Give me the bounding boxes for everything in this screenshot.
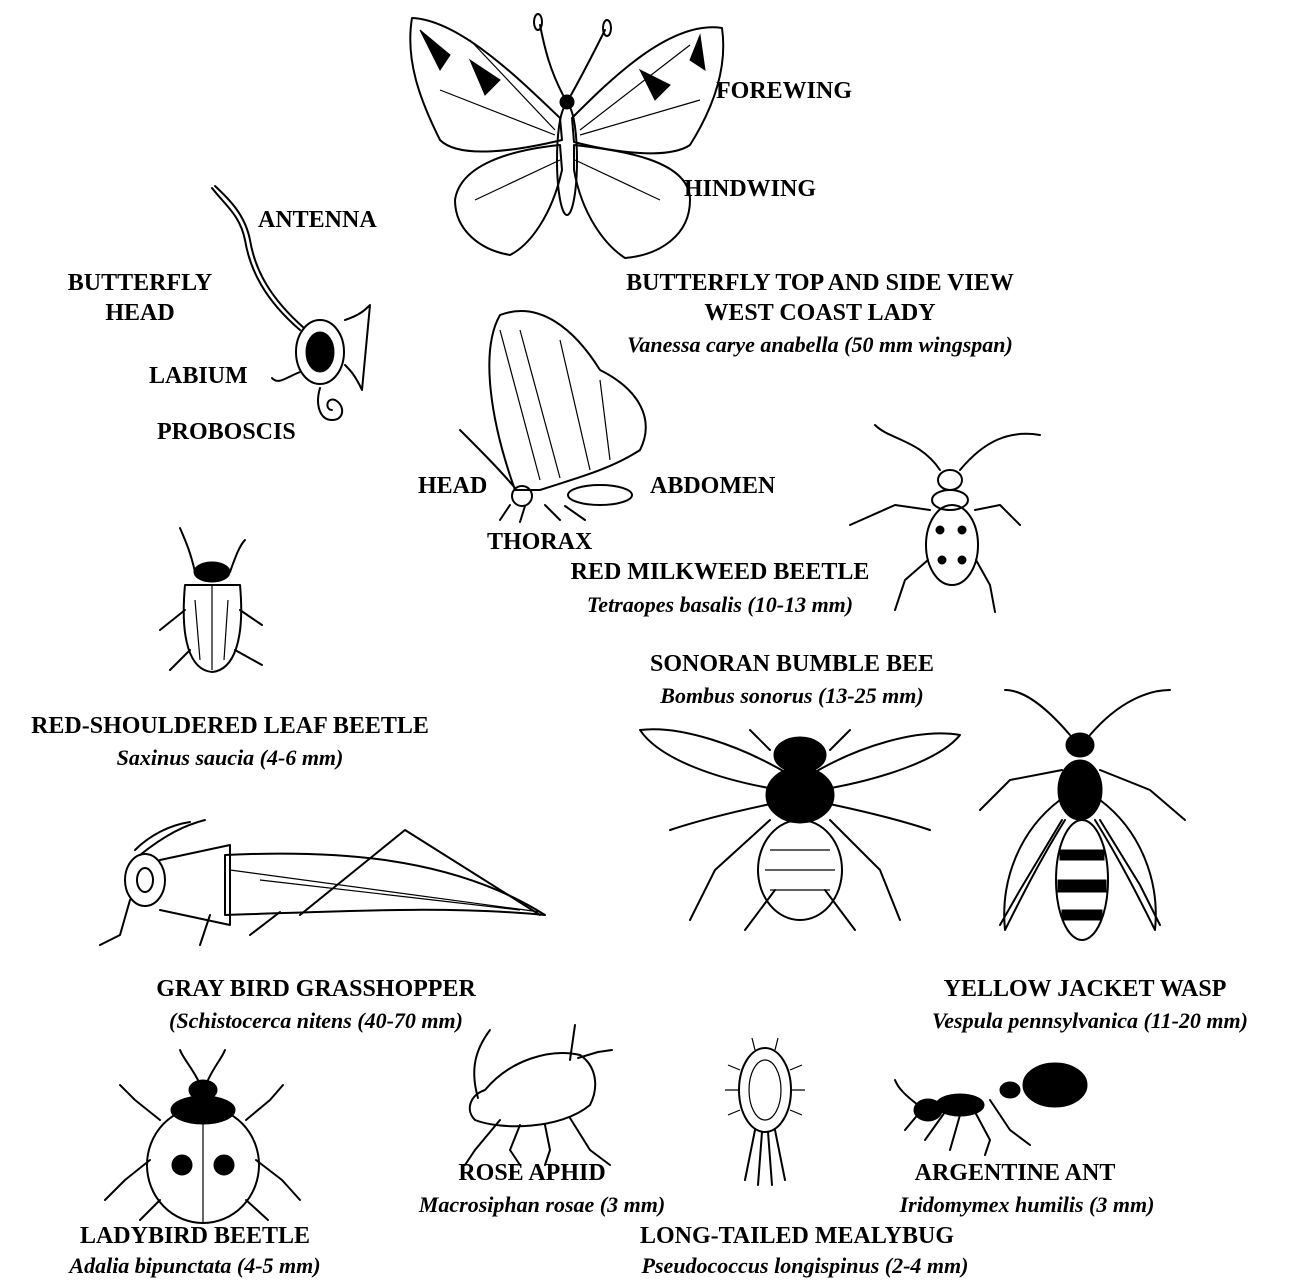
thorax-label: THORAX bbox=[487, 527, 592, 557]
species-scientific-name: Macrosiphan rosae (3 mm) bbox=[419, 1191, 665, 1219]
butterfly-side-view-drawing bbox=[460, 311, 646, 522]
red-shouldered-leaf-beetle-drawing bbox=[160, 528, 262, 672]
species-scientific-name: Saxinus saucia (4-6 mm) bbox=[117, 744, 344, 772]
rose-aphid-drawing bbox=[465, 1025, 612, 1165]
species-common-name: SONORAN BUMBLE BEE bbox=[650, 649, 934, 679]
species-common-name: BUTTERFLY TOP AND SIDE VIEW WEST COAST L… bbox=[626, 268, 1014, 328]
species-common-name: YELLOW JACKET WASP bbox=[944, 974, 1227, 1004]
sonoran-bumble-bee-drawing bbox=[640, 729, 960, 930]
species-common-name: GRAY BIRD GRASSHOPPER bbox=[156, 974, 476, 1004]
antenna-label: ANTENNA bbox=[258, 205, 377, 235]
butterfly-top-view-drawing bbox=[410, 14, 723, 258]
gray-bird-grasshopper-drawing bbox=[100, 820, 545, 945]
species-common-name: LONG-TAILED MEALYBUG bbox=[640, 1221, 954, 1251]
species-common-name: ROSE APHID bbox=[458, 1158, 605, 1188]
species-scientific-name: Vanessa carye anabella (50 mm wingspan) bbox=[627, 331, 1013, 359]
yellow-jacket-wasp-drawing bbox=[980, 690, 1185, 940]
species-scientific-name: Bombus sonorus (13-25 mm) bbox=[660, 682, 923, 710]
forewing-label: FOREWING bbox=[716, 76, 852, 106]
long-tailed-mealybug-drawing bbox=[725, 1038, 805, 1185]
abdomen-label: ABDOMEN bbox=[650, 471, 775, 501]
proboscis-label: PROBOSCIS bbox=[157, 417, 296, 447]
argentine-ant-drawing bbox=[895, 1063, 1087, 1155]
species-common-name: ARGENTINE ANT bbox=[915, 1158, 1116, 1188]
species-scientific-name: Pseudococcus longispinus (2-4 mm) bbox=[642, 1252, 969, 1280]
species-scientific-name: (Schistocerca nitens (40-70 mm) bbox=[169, 1007, 463, 1035]
species-scientific-name: Tetraopes basalis (10-13 mm) bbox=[587, 591, 853, 619]
labium-label: LABIUM bbox=[149, 361, 248, 391]
hindwing-label: HINDWING bbox=[684, 174, 816, 204]
butterfly-head-label: BUTTERFLY HEAD bbox=[68, 268, 213, 328]
species-common-name: LADYBIRD BEETLE bbox=[80, 1221, 310, 1251]
species-scientific-name: Vespula pennsylvanica (11-20 mm) bbox=[932, 1007, 1248, 1035]
ladybird-beetle-drawing bbox=[105, 1050, 300, 1223]
species-scientific-name: Iridomymex humilis (3 mm) bbox=[900, 1191, 1155, 1219]
head-label: HEAD bbox=[418, 471, 487, 501]
species-scientific-name: Adalia bipunctata (4-5 mm) bbox=[69, 1252, 320, 1280]
species-common-name: RED-SHOULDERED LEAF BEETLE bbox=[31, 711, 429, 741]
species-common-name: RED MILKWEED BEETLE bbox=[571, 557, 870, 587]
red-milkweed-beetle-drawing bbox=[850, 425, 1040, 612]
